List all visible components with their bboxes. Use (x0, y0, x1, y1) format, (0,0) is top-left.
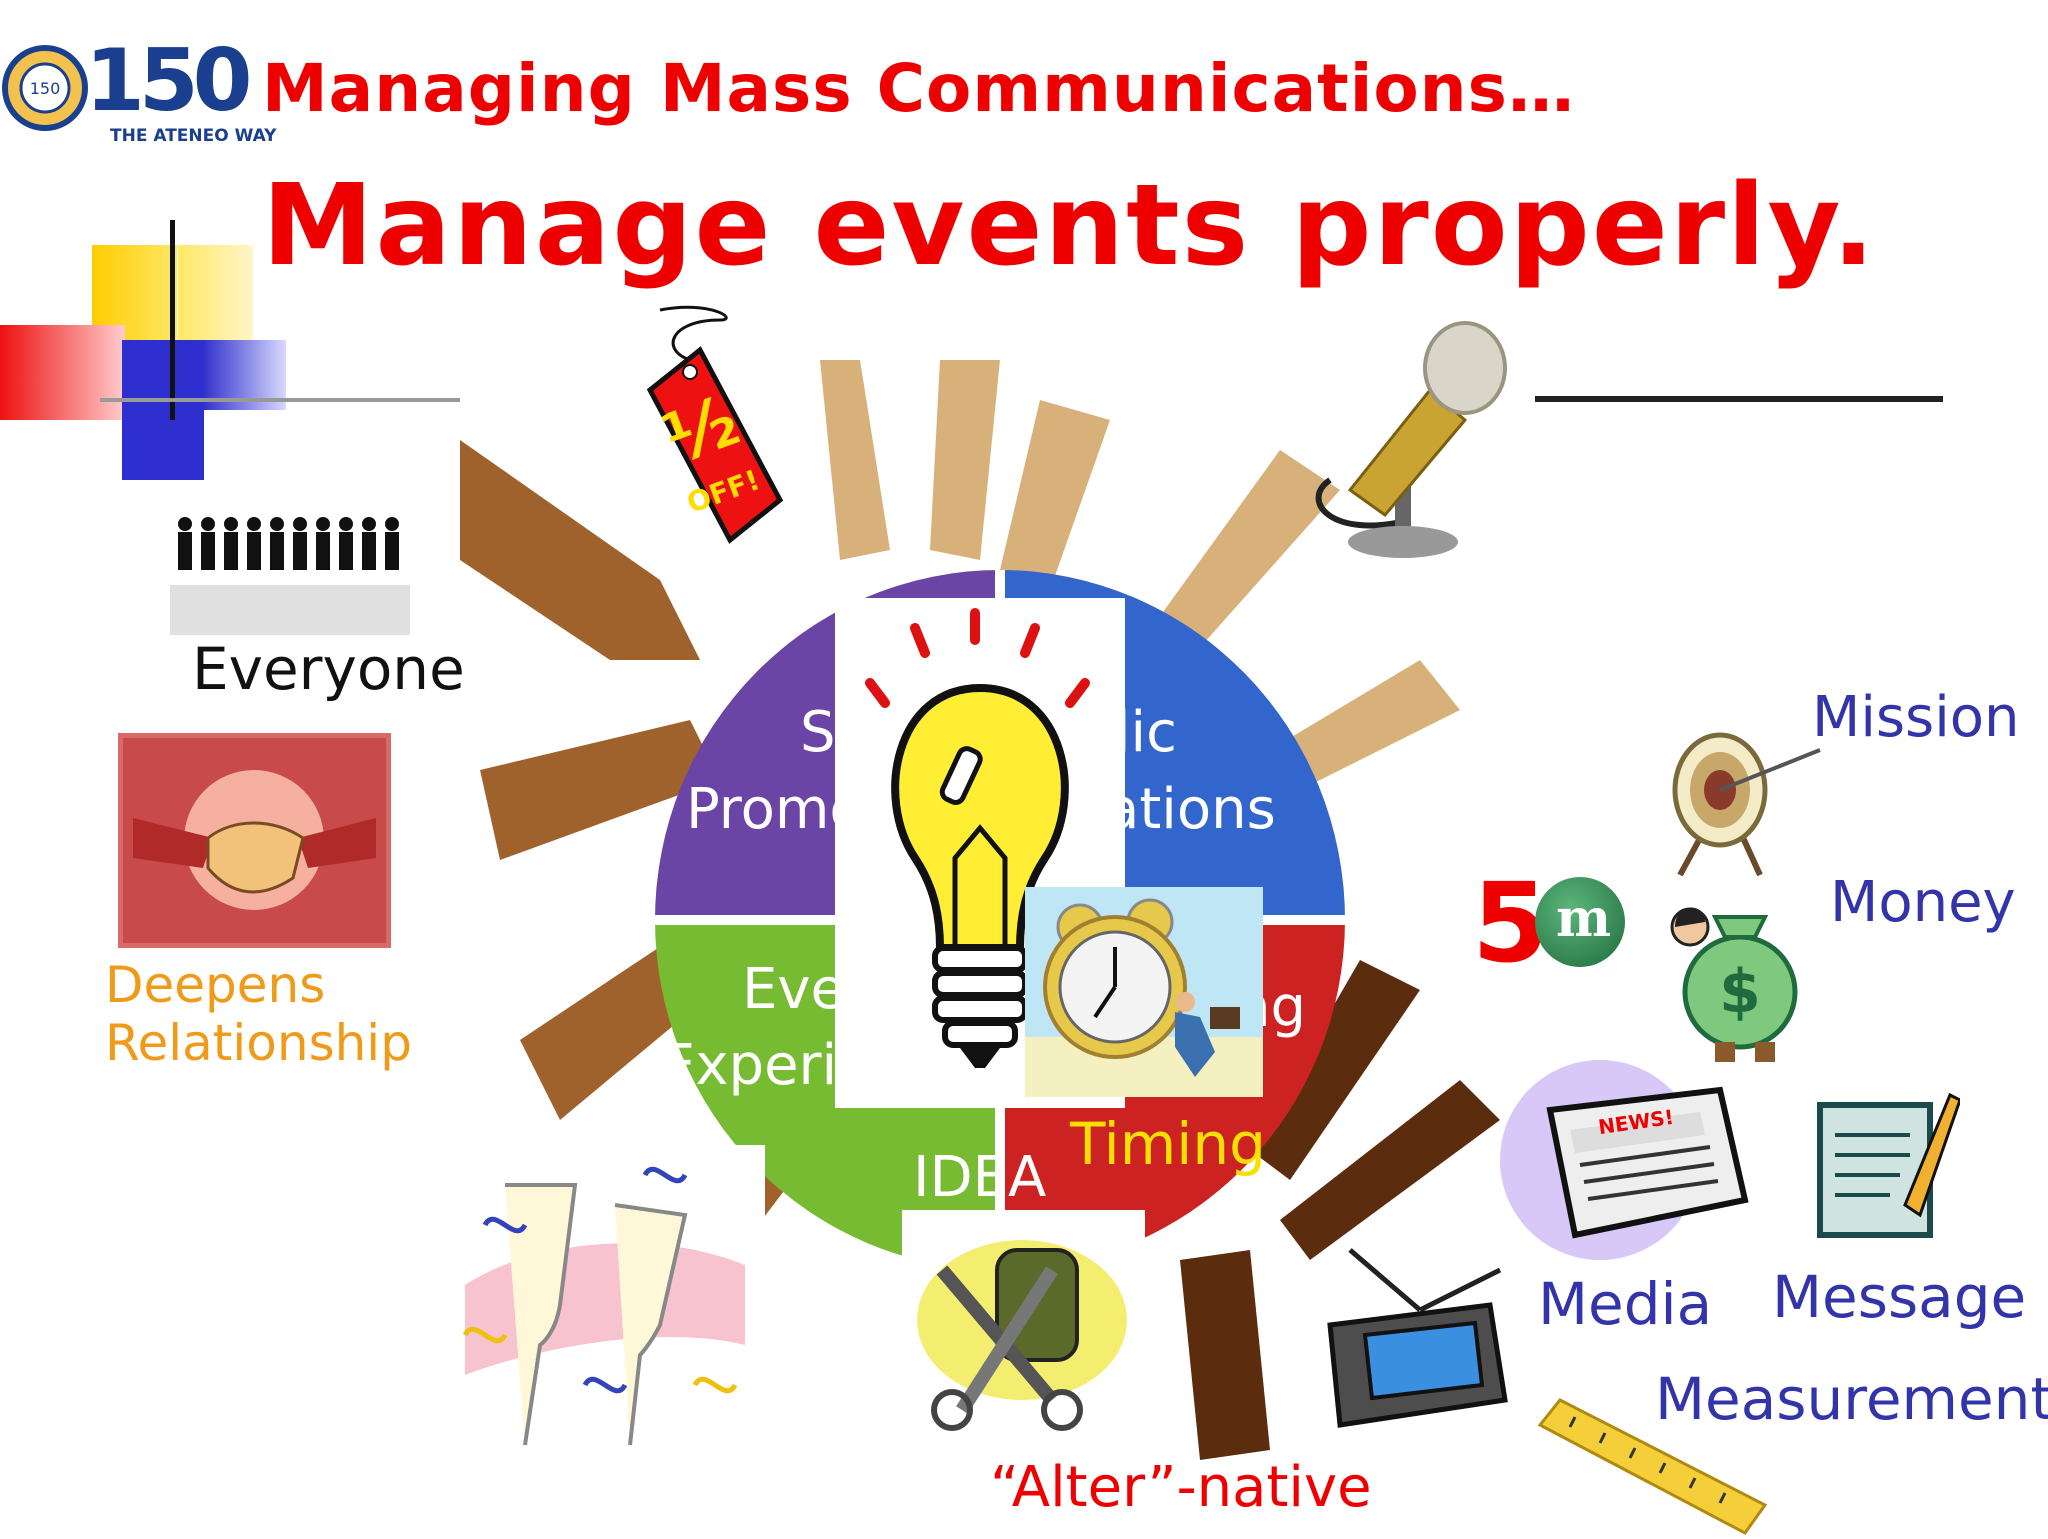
slide-title: Managing Mass Communications… (262, 50, 1575, 127)
newspaper-icon (1490, 1050, 1760, 1265)
decor-blocks (0, 220, 470, 480)
label-five-m: m (1556, 888, 1612, 949)
pie-label-top-right-b: ations (1105, 777, 1276, 842)
half-off-tag-icon (590, 280, 810, 550)
television-icon (1310, 1230, 1520, 1430)
pie-label-top-left-a: S (800, 700, 836, 765)
label-deepens: Deepens (105, 956, 326, 1014)
logo-number: 150 (85, 31, 253, 131)
divider-line (1535, 396, 1943, 402)
label-timing: Timing (1070, 1110, 1266, 1178)
microphone-icon (1290, 320, 1540, 565)
ruler-icon (1530, 1385, 1770, 1535)
svg-text:150: 150 (30, 79, 61, 98)
label-measurement: Measurement (1655, 1365, 2048, 1433)
pie-label-top-right-a: lic (1115, 700, 1177, 765)
logo-text: THE ATENEO WAY (110, 126, 277, 146)
pie-label-bottom-left-a: Eve (742, 957, 845, 1022)
target-icon (1660, 720, 1830, 880)
handshake-icon (118, 733, 391, 948)
ateneo-logo: 150 (0, 30, 245, 140)
label-relationship: Relationship (105, 1014, 412, 1072)
alarm-clock-icon (1025, 887, 1263, 1097)
label-message: Message (1772, 1263, 2027, 1331)
slide-subtitle: Manage events properly. (262, 161, 1877, 291)
champagne-icon (445, 1145, 765, 1465)
label-mission: Mission (1812, 685, 2020, 750)
money-bag-icon: $ (1655, 882, 1805, 1062)
svg-text:$: $ (1719, 957, 1761, 1027)
label-money: Money (1830, 870, 2016, 935)
label-idea: IDEA (913, 1145, 1047, 1210)
crowd-icon (170, 510, 410, 635)
pie-label-top-left-b: Promo (686, 777, 864, 842)
scissors-thread-icon (902, 1210, 1145, 1442)
green-m-candy-icon (1535, 877, 1625, 967)
label-media: Media (1538, 1270, 1713, 1338)
message-pencil-icon (1810, 1075, 1962, 1245)
label-alternative: “Alter”-native (990, 1455, 1372, 1520)
label-everyone: Everyone (192, 635, 465, 703)
